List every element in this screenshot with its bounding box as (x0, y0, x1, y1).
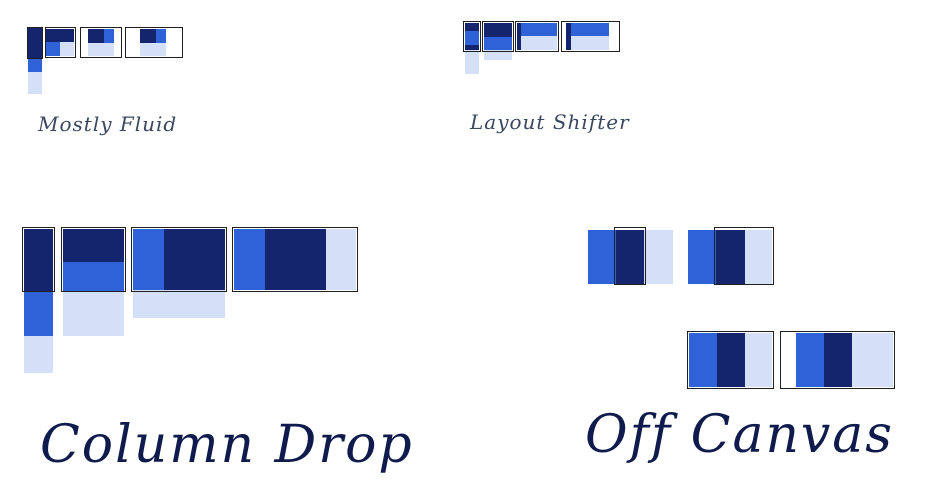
fluid-f2-mid (46, 42, 60, 56)
shifter-f1-light (465, 50, 479, 74)
fluid-f4-light (140, 43, 166, 56)
shifter-f3-mid (521, 23, 557, 36)
drop-f3-frame (131, 227, 227, 292)
canvas-f2-mid (688, 230, 716, 284)
fluid-f3-dark (88, 29, 104, 43)
drop-f2-dark (63, 229, 124, 262)
label-column-drop: Column Drop (40, 415, 414, 475)
fluid-f1-mid (28, 58, 42, 72)
canvas-f3-mid (689, 333, 717, 387)
drop-f1-light (24, 336, 53, 373)
drop-f4-light (326, 229, 356, 290)
canvas-f1-light (644, 230, 673, 284)
drop-f3-mid (133, 229, 164, 290)
shifter-f3-frame (515, 21, 559, 52)
label-layout-shifter: Layout Shifter (470, 110, 630, 134)
canvas-f2-frame (714, 227, 774, 285)
shifter-f4-dark (566, 23, 571, 50)
shifter-f2-frame (482, 21, 514, 52)
canvas-f3-dark (717, 333, 745, 387)
drop-f1-frame (22, 227, 55, 292)
canvas-f3-frame (687, 331, 774, 389)
label-off-canvas: Off Canvas (585, 405, 894, 465)
drop-f3-dark (164, 229, 225, 290)
drop-f2-mid (63, 262, 124, 292)
drop-f1-mid (24, 291, 53, 336)
fluid-f2-dark (46, 29, 74, 42)
canvas-f4-dark (824, 333, 852, 387)
shifter-f2-dark (484, 23, 512, 37)
drop-f4-frame (232, 227, 358, 292)
drop-f4-mid (234, 229, 265, 290)
fluid-f3-frame (80, 27, 122, 58)
drop-f1-dark (24, 229, 53, 291)
shifter-f2-mid (484, 37, 512, 50)
drop-f4-dark (265, 229, 326, 290)
fluid-f2-frame (45, 27, 76, 58)
fluid-f3-light (88, 43, 114, 56)
canvas-f1-dark (616, 230, 644, 284)
drop-f2-light (63, 292, 124, 336)
shifter-f1-dark (465, 23, 479, 31)
shifter-f2-light (484, 50, 512, 60)
shifter-f4-frame (561, 21, 620, 52)
shifter-f1-dark2 (465, 45, 479, 50)
shifter-f3-light (521, 36, 557, 50)
fluid-f4-frame (125, 27, 183, 58)
canvas-f4-frame (780, 331, 895, 389)
shifter-f1-frame (463, 21, 481, 52)
canvas-f1-mid (588, 230, 616, 284)
fluid-f1-light (28, 72, 42, 94)
label-mostly-fluid: Mostly Fluid (38, 112, 178, 136)
shifter-f1-mid (465, 31, 479, 45)
shifter-f3-dark (517, 23, 521, 50)
canvas-f4-mid (796, 333, 824, 387)
fluid-f1-frame (27, 27, 43, 59)
canvas-f2-dark (716, 230, 745, 284)
fluid-f3-mid (104, 29, 114, 43)
fluid-f4-dark (140, 29, 156, 43)
canvas-f4-light (852, 333, 893, 387)
canvas-f2-light (745, 230, 772, 284)
drop-f2-frame (61, 227, 126, 292)
canvas-f1-frame (614, 227, 646, 285)
fluid-f2-light (60, 42, 74, 56)
drop-f3-light (133, 290, 225, 318)
fluid-f1-dark (28, 28, 42, 58)
shifter-f4-mid (571, 23, 609, 36)
canvas-f3-light (745, 333, 772, 387)
fluid-f4-mid (156, 29, 166, 43)
shifter-f4-light (571, 36, 609, 50)
